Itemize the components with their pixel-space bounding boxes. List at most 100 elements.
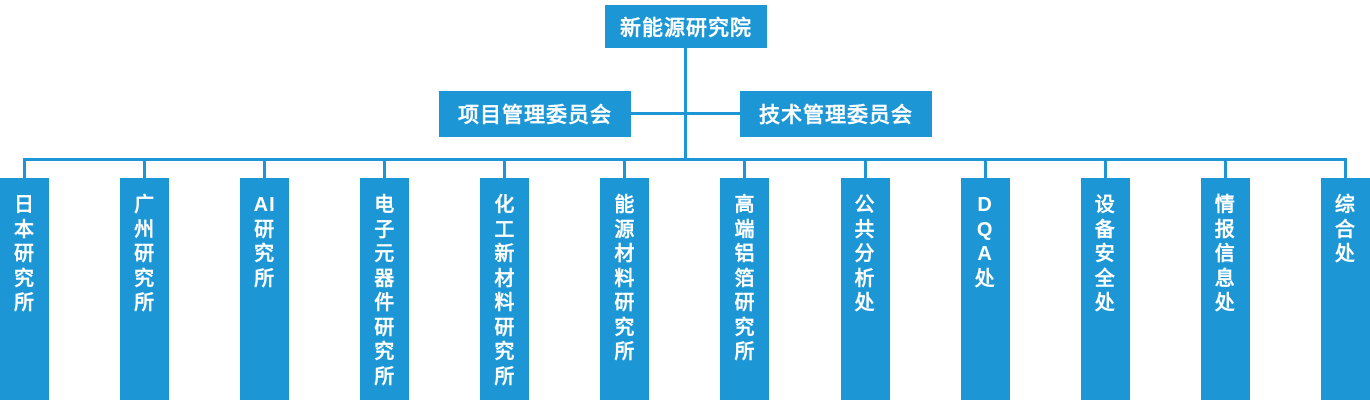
org-node: 化工新材料研究所 bbox=[480, 158, 530, 400]
org-node: 综合处 bbox=[1320, 158, 1370, 400]
label-line: 所 bbox=[374, 365, 396, 388]
connector-children-horizontal bbox=[24, 158, 1346, 161]
org-node: 公共分析处 bbox=[840, 158, 890, 400]
org-node-box: 设备安全处 bbox=[1080, 178, 1130, 400]
label-line: 息 bbox=[1214, 267, 1236, 290]
org-node-label: 日本研究所 bbox=[0, 193, 49, 316]
label-line: AI bbox=[253, 194, 276, 216]
label-line: 究 bbox=[614, 316, 636, 339]
org-node-box: 高端铝箔研究所 bbox=[720, 178, 770, 400]
label-line: 件 bbox=[374, 292, 396, 314]
label-line: 料 bbox=[614, 267, 636, 290]
label-line: 元 bbox=[374, 243, 396, 265]
label-line: 安 bbox=[1094, 243, 1116, 265]
org-node: 能源材料研究所 bbox=[600, 158, 650, 400]
connector-stub bbox=[143, 158, 147, 178]
org-node: 电子元器件研究所 bbox=[360, 158, 410, 400]
connector-stub bbox=[23, 158, 26, 178]
org-node-label: 设备安全处 bbox=[1081, 193, 1130, 316]
label-line: 究 bbox=[14, 267, 35, 290]
label-line: 源 bbox=[614, 218, 636, 241]
label-line: 处 bbox=[1334, 243, 1356, 265]
label-line: 处 bbox=[1214, 292, 1236, 314]
label-line: 处 bbox=[1094, 292, 1116, 314]
connector-trunk-vertical bbox=[684, 48, 687, 158]
connector-stub bbox=[983, 158, 987, 178]
label-line: 高 bbox=[734, 194, 756, 216]
label-line: 研 bbox=[494, 316, 516, 339]
label-line: 箔 bbox=[734, 267, 756, 290]
label-line: 端 bbox=[734, 218, 756, 241]
label-line: 材 bbox=[614, 243, 636, 265]
committee-node-label: 技术管理委员会 bbox=[759, 104, 913, 127]
org-node-box: 公共分析处 bbox=[840, 178, 890, 400]
label-line: 究 bbox=[734, 316, 756, 339]
label-line: 材 bbox=[494, 267, 516, 290]
org-node: 高端铝箔研究所 bbox=[720, 158, 770, 400]
label-line: 析 bbox=[854, 267, 876, 290]
org-node-box: 能源材料研究所 bbox=[600, 178, 650, 400]
label-line: 公 bbox=[854, 194, 876, 216]
label-line: 处 bbox=[854, 292, 876, 314]
label-line: 全 bbox=[1094, 267, 1116, 290]
org-node-label: 高端铝箔研究所 bbox=[720, 193, 769, 365]
label-line: 研 bbox=[374, 316, 396, 339]
label-line: 究 bbox=[494, 341, 516, 363]
label-line: 报 bbox=[1214, 218, 1236, 241]
label-line: 研 bbox=[14, 243, 35, 265]
org-node-label: 广州研究所 bbox=[120, 193, 169, 316]
label-line: A bbox=[977, 243, 993, 265]
label-line: 研 bbox=[734, 292, 756, 314]
org-node-label: 公共分析处 bbox=[841, 193, 890, 316]
label-line: 所 bbox=[134, 292, 156, 314]
label-line: 日 bbox=[14, 194, 35, 216]
committee-node-technology-management: 技术管理委员会 bbox=[740, 91, 932, 137]
label-line: 化 bbox=[494, 194, 516, 216]
label-line: 研 bbox=[134, 243, 156, 265]
connector-stub bbox=[863, 158, 867, 178]
connector-stub bbox=[1343, 158, 1347, 178]
connector-stub bbox=[263, 158, 267, 178]
connector-stub bbox=[383, 158, 387, 178]
label-line: 共 bbox=[854, 218, 876, 241]
org-node: 日本研究所 bbox=[0, 158, 49, 400]
org-node: 广州研究所 bbox=[120, 158, 170, 400]
label-line: 分 bbox=[854, 243, 876, 265]
label-line: 备 bbox=[1094, 218, 1116, 241]
label-line: Q bbox=[976, 218, 994, 241]
org-node-box: 化工新材料研究所 bbox=[480, 178, 530, 400]
label-line: 本 bbox=[14, 218, 35, 241]
connector-stub bbox=[1103, 158, 1107, 178]
label-line: 州 bbox=[134, 218, 156, 241]
label-line: 铝 bbox=[734, 243, 756, 265]
label-line: 情 bbox=[1214, 194, 1236, 216]
org-node: 情报信息处 bbox=[1200, 158, 1250, 400]
connector-stub bbox=[1223, 158, 1227, 178]
label-line: 所 bbox=[614, 341, 636, 363]
org-node-label: 情报信息处 bbox=[1201, 193, 1250, 316]
org-node-box: 综合处 bbox=[1320, 178, 1370, 400]
label-line: 广 bbox=[134, 194, 156, 216]
root-node: 新能源研究院 bbox=[605, 5, 767, 48]
label-line: D bbox=[977, 194, 993, 216]
committee-node-project-management: 项目管理委员会 bbox=[439, 91, 631, 137]
label-line: 究 bbox=[374, 341, 396, 363]
label-line: 所 bbox=[494, 365, 516, 388]
label-line: 电 bbox=[374, 194, 396, 216]
label-line: 工 bbox=[494, 218, 516, 241]
label-line: 合 bbox=[1334, 218, 1356, 241]
label-line: 子 bbox=[374, 218, 396, 241]
org-node-label: 综合处 bbox=[1321, 193, 1370, 267]
org-node-label: 电子元器件研究所 bbox=[360, 193, 409, 389]
label-line: 究 bbox=[254, 243, 276, 265]
label-line: 处 bbox=[974, 267, 996, 290]
org-node: 设备安全处 bbox=[1080, 158, 1130, 400]
committee-node-label: 项目管理委员会 bbox=[458, 104, 612, 127]
label-line: 所 bbox=[254, 267, 276, 290]
